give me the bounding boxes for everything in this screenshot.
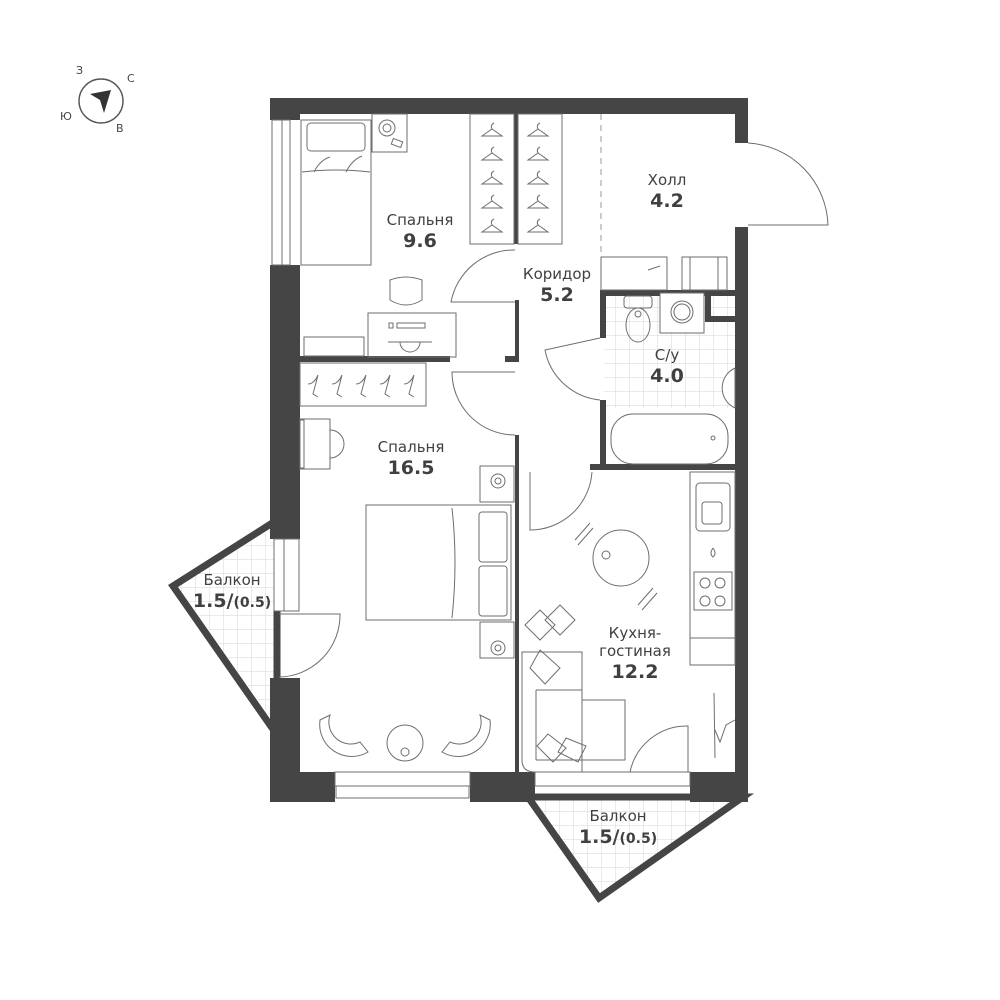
room-area: 1.5/(0.5) bbox=[578, 826, 658, 848]
room-area: 4.2 bbox=[650, 190, 684, 212]
hall-furniture bbox=[600, 256, 728, 291]
balcony-left-floor bbox=[168, 513, 281, 747]
room-area: 1.5/(0.5) bbox=[192, 590, 272, 612]
room-name: Холл bbox=[647, 171, 687, 189]
compass-icon bbox=[78, 78, 124, 124]
compass-south: Ю bbox=[60, 110, 72, 123]
room-label-bedroom-large: Спальня 16.5 bbox=[378, 438, 445, 480]
bedroom-large-furniture bbox=[299, 418, 515, 762]
wardrobes bbox=[299, 113, 563, 407]
room-name: Спальня bbox=[377, 438, 445, 456]
compass-east: В bbox=[116, 122, 124, 135]
windows bbox=[271, 119, 691, 799]
room-label-bathroom: С/у 4.0 bbox=[650, 346, 684, 388]
balcony-bottom-floor bbox=[521, 793, 755, 903]
room-label-corridor: Коридор 5.2 bbox=[523, 265, 591, 307]
room-name-line2: гостиная bbox=[599, 642, 671, 660]
room-area: 16.5 bbox=[387, 457, 435, 479]
compass-north: С bbox=[127, 72, 135, 85]
room-area: 12.2 bbox=[611, 661, 659, 683]
room-area: 5.2 bbox=[540, 284, 574, 306]
bedroom-small-furniture bbox=[300, 113, 457, 358]
room-label-balcony-left: Балкон 1.5/(0.5) bbox=[193, 571, 271, 615]
bathroom-furniture bbox=[610, 292, 736, 465]
room-name: С/у bbox=[654, 346, 680, 364]
room-name: Спальня bbox=[386, 211, 454, 229]
room-name: Балкон bbox=[589, 807, 647, 825]
kitchen-furniture bbox=[521, 471, 736, 773]
room-area: 9.6 bbox=[403, 230, 437, 252]
room-name-line1: Кухня- bbox=[608, 624, 662, 642]
room-name: Коридор bbox=[522, 265, 592, 283]
room-name: Балкон bbox=[203, 571, 261, 589]
room-label-balcony-bottom: Балкон 1.5/(0.5) bbox=[579, 807, 657, 851]
walls bbox=[270, 98, 748, 802]
hanger-icons bbox=[307, 122, 550, 398]
room-label-hall: Холл 4.2 bbox=[648, 171, 687, 213]
room-label-kitchen-living: Кухня- гостиная 12.2 bbox=[599, 624, 671, 684]
compass-west: З bbox=[76, 64, 84, 77]
room-label-bedroom-small: Спальня 9.6 bbox=[387, 211, 454, 253]
doors bbox=[278, 142, 829, 773]
room-area: 4.0 bbox=[650, 365, 684, 387]
